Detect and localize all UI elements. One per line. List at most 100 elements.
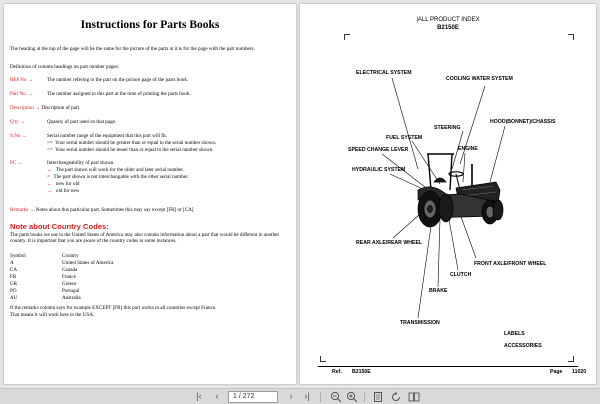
country-name: Australia <box>62 295 81 301</box>
part-no-label: Part No. <box>10 91 27 97</box>
last-page-button[interactable]: ›| <box>304 391 310 401</box>
qty-label: Q'ty <box>10 119 19 125</box>
footer-ref-label: Ref. <box>332 369 342 375</box>
page-title: Instructions for Parts Books <box>80 19 220 31</box>
label-front-axle-front-wheel[interactable]: FRONT AXLE/FRONT WHEEL <box>474 261 547 267</box>
arrow-icon: → <box>29 207 35 213</box>
crop-mark-icon <box>320 356 326 362</box>
index-header: |ALL PRODUCT INDEX <box>416 17 480 23</box>
two-page-view-icon[interactable] <box>408 391 420 403</box>
pc-sub-row: → old for new <box>47 188 79 194</box>
footer-ref-value: B2150E <box>352 369 371 375</box>
zoom-in-icon[interactable] <box>346 391 358 403</box>
sub-symbol: ← <box>47 181 53 187</box>
pc-sub-row: ← new for old <box>47 181 79 187</box>
label-rear-axle-rear-wheel[interactable]: REAR AXLE/REAR WHEEL <box>356 240 423 246</box>
arrow-icon: → <box>19 119 25 125</box>
toolbar-separator <box>320 392 321 402</box>
model-header: B2150E <box>437 25 459 31</box>
tractor-body <box>417 153 504 228</box>
pc-text: Interchangeability of part shown. <box>47 160 115 166</box>
part-no-text: The number assigned to this part at the … <box>47 91 191 97</box>
label-hood-chassis[interactable]: HOOD(BONNET)/CHASSIS <box>490 119 556 125</box>
country-code: FR <box>10 274 17 280</box>
arrow-icon: → <box>21 133 27 139</box>
label-cooling-water-system[interactable]: COOLING WATER SYSTEM <box>446 76 513 82</box>
label-hydraulic-system[interactable]: HYDRAULIC SYSTEM <box>352 167 406 173</box>
arrow-icon: → <box>27 77 33 83</box>
sub-symbol: ≠ <box>47 174 50 180</box>
fit-page-icon[interactable] <box>372 391 384 403</box>
sub-symbol: → <box>47 188 53 194</box>
tractor-illustration <box>381 77 506 319</box>
ref-no-text: The number refering to the part on the p… <box>47 77 189 83</box>
part-no-entry: Part No. → <box>10 91 33 97</box>
right-page: |ALL PRODUCT INDEX B2150E <box>300 4 596 384</box>
label-transmission[interactable]: TRANSMISSION <box>400 320 440 326</box>
country-header: Country <box>62 253 79 259</box>
label-electrical-system[interactable]: ELECTRICAL SYSTEM <box>356 70 412 76</box>
sub-symbol: >= <box>47 140 53 146</box>
country-code: GR <box>10 281 18 287</box>
label-steering[interactable]: STEERING <box>434 125 461 131</box>
footer-page-label: Page <box>550 369 563 375</box>
pc-label: PC <box>10 160 17 166</box>
label-fuel-system[interactable]: FUEL SYSTEM <box>386 135 423 141</box>
country-codes-heading: Note about Country Codes: <box>10 222 109 231</box>
sub-text: Your serial number should be lesser than… <box>55 147 214 153</box>
country-name: Portugal <box>62 288 80 294</box>
rotate-icon[interactable] <box>390 391 402 403</box>
country-code: PO <box>10 288 17 294</box>
sno-label: S.No <box>10 133 21 139</box>
crop-mark-icon <box>568 356 574 362</box>
country-code: CA <box>10 267 18 273</box>
sub-text: old for new <box>55 188 80 194</box>
sub-text: The part shown is not interchangable wit… <box>53 174 189 180</box>
footer-note: If the remarks column says for example E… <box>10 305 217 311</box>
description-entry: Description → Discription of part. <box>10 105 80 111</box>
description-text: Discription of part. <box>41 105 81 111</box>
label-brake[interactable]: BRAKE <box>429 288 448 294</box>
arrow-icon: → <box>28 91 34 97</box>
crop-mark-icon <box>344 34 350 40</box>
footer-rule <box>318 366 578 367</box>
sub-text: Your serial number should be greater tha… <box>55 140 217 146</box>
next-page-button[interactable]: › <box>289 391 293 401</box>
label-engine[interactable]: ENGINE <box>458 146 478 152</box>
left-page: Instructions for Parts Books The heading… <box>4 4 296 384</box>
qty-entry: Q'ty → <box>10 119 25 125</box>
viewer-toolbar: |‹ ‹ 1 / 272 › ›| <box>0 388 600 404</box>
remarks-label: Remarks <box>10 207 29 213</box>
arrow-icon: → <box>35 105 41 111</box>
toolbar-separator <box>364 392 365 402</box>
sno-entry: S.No → <box>10 133 27 139</box>
previous-page-button[interactable]: ‹ <box>215 391 219 401</box>
label-speed-change-lever[interactable]: SPEED CHANGE LEVER <box>348 147 409 153</box>
country-code: AU <box>10 295 18 301</box>
sub-text: The part shown will work for the older a… <box>55 167 184 173</box>
country-code: A <box>10 260 14 266</box>
page-number-input[interactable]: 1 / 272 <box>228 391 278 403</box>
ref-no-entry: REF.No → <box>10 77 33 83</box>
footer-note: That means it will work here in the USA. <box>10 312 95 318</box>
definition-text: Definition of column headings on part nu… <box>10 64 120 70</box>
sub-text: new for old <box>55 181 80 187</box>
sno-sub-row: <= Your serial number should be lesser t… <box>47 147 214 153</box>
country-intro: The parts books we use in the United Sta… <box>10 232 280 245</box>
country-name: United States of America <box>62 260 114 266</box>
pc-sub-row: ≠ The part shown is not interchangable w… <box>47 174 189 180</box>
ref-no-label: REF.No <box>10 77 27 83</box>
label-labels[interactable]: LABELS <box>504 331 525 337</box>
label-clutch[interactable]: CLUTCH <box>450 272 472 278</box>
footer-page-value: 11020 <box>572 369 587 375</box>
label-accessories[interactable]: ACCESSORIES <box>504 343 542 349</box>
sub-symbol: ↔ <box>47 167 53 173</box>
remarks-entry: Remarks → Notes about this particular pa… <box>10 207 194 213</box>
sub-symbol: <= <box>47 147 53 153</box>
pc-sub-row: ↔ The part shown will work for the older… <box>47 167 184 173</box>
country-name: Canada <box>62 267 78 273</box>
remarks-text: Notes about this particular part. Someti… <box>35 207 194 213</box>
first-page-button[interactable]: |‹ <box>196 391 202 401</box>
country-name: Greece <box>62 281 77 287</box>
zoom-out-icon[interactable] <box>330 391 342 403</box>
